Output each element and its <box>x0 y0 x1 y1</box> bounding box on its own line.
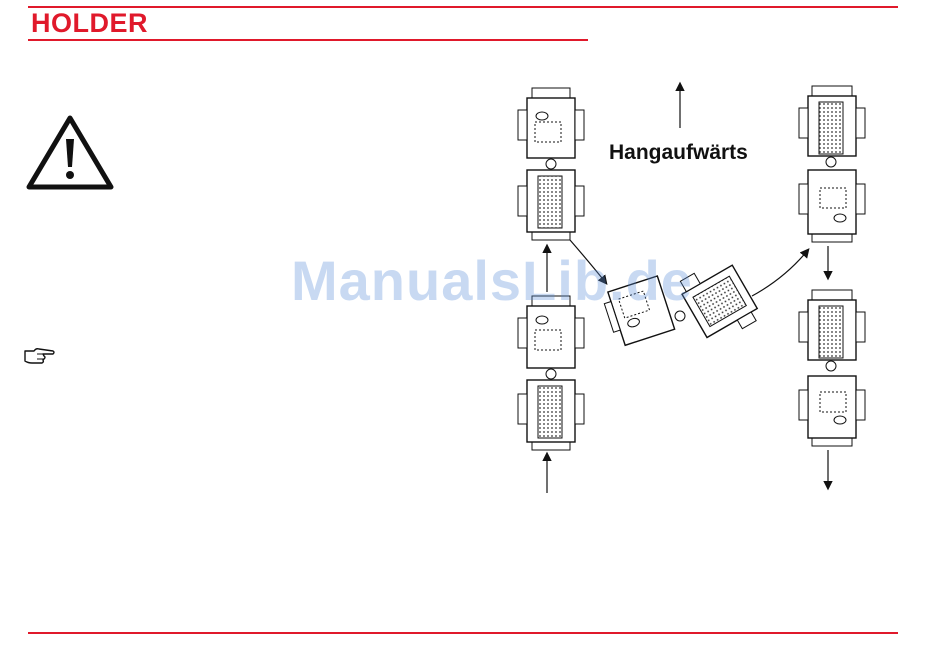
warning-triangle-icon <box>24 113 116 193</box>
header-bottom-rule <box>28 39 588 41</box>
tractor-unit <box>799 170 865 242</box>
tractor-unit <box>518 380 584 450</box>
tractor-unit <box>799 86 865 167</box>
header-top-rule <box>28 6 898 8</box>
watermark: ManualsLib.de <box>291 248 693 313</box>
footer-rule <box>28 632 898 634</box>
holder-logo: HOLDER <box>31 8 148 38</box>
tractor-unit <box>799 376 865 446</box>
pointing-hand-icon <box>24 347 56 365</box>
uphill-label: Hangaufwärts <box>609 141 748 165</box>
tractor-unit <box>799 290 865 371</box>
tractor-unit <box>518 88 584 169</box>
tractor-unit <box>518 170 584 240</box>
